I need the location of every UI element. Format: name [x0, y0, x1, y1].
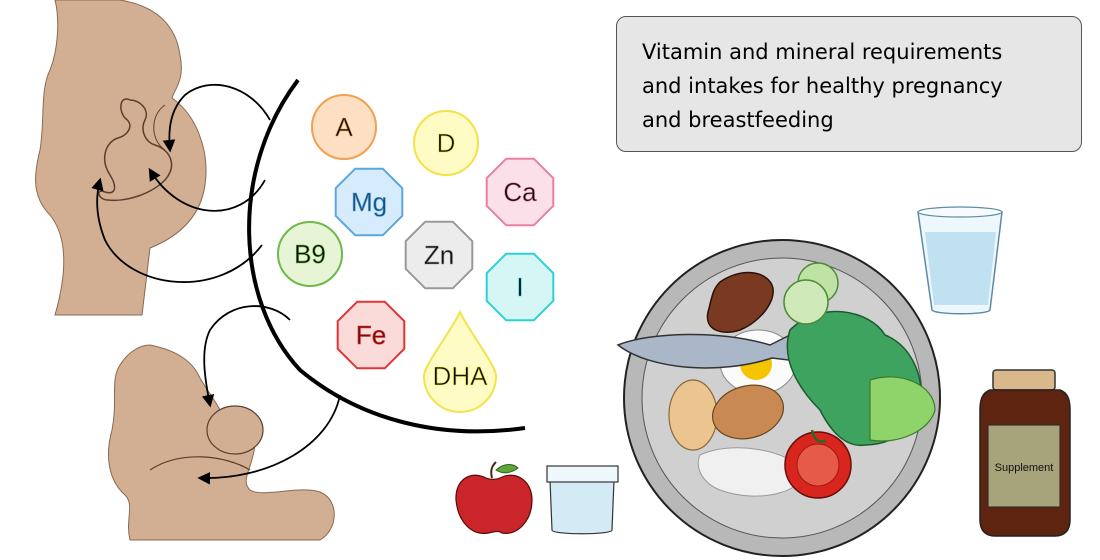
nutrient-ca-label: Ca [503, 177, 537, 207]
nutrient-fe-badge [336, 300, 406, 370]
nutrient-b9-label: B9 [294, 239, 326, 269]
title-box: Vitamin and mineral requirements and int… [616, 16, 1082, 152]
nutrient-zn: Zn [404, 220, 474, 290]
nutrient-mg: Mg [334, 167, 404, 237]
nutrient-a: A [311, 94, 377, 160]
nutrient-mg-label: Mg [351, 187, 387, 217]
title-line-1: Vitamin and mineral requirements [642, 40, 1003, 64]
nutrient-zn-label: Zn [424, 240, 454, 270]
nutrient-fe-label: Fe [356, 320, 386, 350]
nutrient-dha-label: DHA [433, 361, 489, 391]
nutrient-ca-badge [485, 157, 555, 227]
nutrient-fe: Fe [336, 300, 406, 370]
nutrient-b9: B9 [277, 221, 343, 287]
nutrient-arc [247, 78, 526, 434]
water-glass-illustration [917, 206, 1003, 315]
supplement-label: Supplement [995, 462, 1054, 474]
nutrient-dha-badge [422, 309, 498, 413]
nutrient-d-label: D [437, 128, 456, 158]
nutrient-a-badge [311, 94, 377, 160]
nutrient-zn-badge [404, 220, 474, 290]
nutrient-i: I [485, 252, 555, 322]
nutrient-dha: DHA [422, 309, 498, 413]
yogurt-pot-illustration [546, 465, 619, 535]
nutrient-d-badge [413, 110, 479, 176]
title-line-3: and breastfeeding [642, 108, 834, 132]
pregnant-woman-illustration [35, 0, 207, 316]
supplement-bottle-illustration: Supplement [979, 369, 1071, 537]
nutrient-i-label: I [516, 272, 523, 302]
apple-illustration [455, 461, 533, 534]
nutrient-mg-badge [334, 167, 404, 237]
nutrient-d: D [413, 110, 479, 176]
nutrient-i-badge [485, 252, 555, 322]
transfer-arrows [91, 83, 341, 485]
title-line-2: and intakes for healthy pregnancy [642, 74, 1003, 98]
nutrient-ca: Ca [485, 157, 555, 227]
nutrient-a-label: A [335, 112, 353, 142]
nutrient-b9-badge [277, 221, 343, 287]
food-plate-illustration [616, 239, 941, 557]
breastfeeding-woman-illustration [107, 344, 335, 541]
